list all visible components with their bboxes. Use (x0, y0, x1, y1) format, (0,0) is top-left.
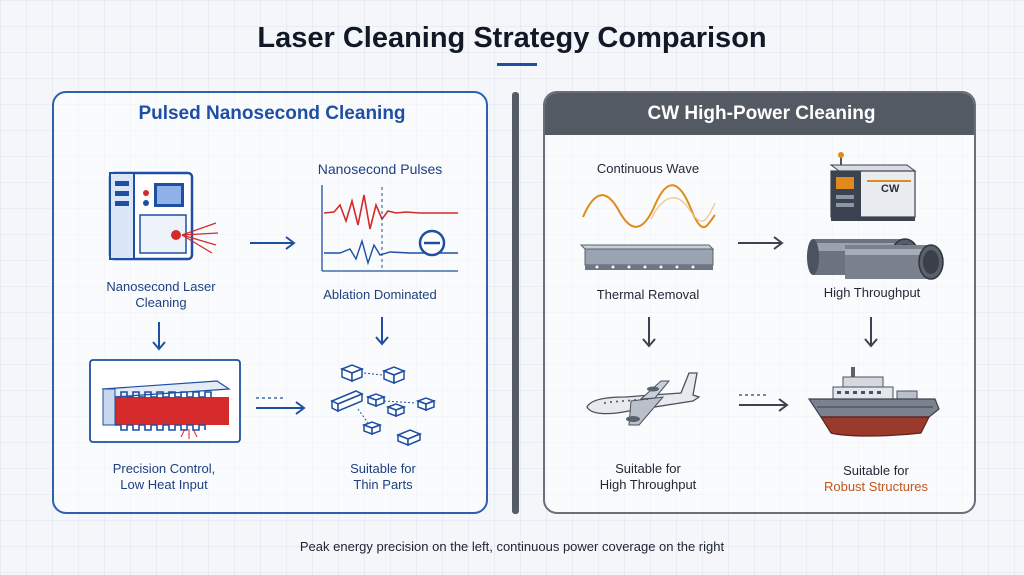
dashed-arrow-right-icon (739, 394, 789, 412)
high-throughput-label: High Throughput (823, 285, 921, 300)
pulse-waveform-chart (321, 185, 458, 272)
thermal-removal-label: Thermal Removal (596, 287, 700, 302)
precision-surface-icon (89, 359, 241, 443)
steel-pipes-icon (807, 238, 944, 280)
arrow-down-icon (864, 317, 878, 348)
arrow-right-icon (738, 236, 784, 250)
arrow-down-icon (375, 317, 389, 346)
laser-machine-icon (108, 171, 219, 261)
nanosecond-laser-label: Nanosecond Laser Cleaning (106, 279, 216, 310)
thin-parts-icon (330, 364, 437, 447)
dashed-arrow-right-icon (256, 397, 306, 415)
continuous-wave-chart (582, 184, 716, 228)
precision-control-label: Precision Control, Low Heat Input (112, 461, 216, 492)
cw-high-power-panel: CW High-Power Cleaning Continuous Wave T… (543, 91, 976, 514)
page-title: Laser Cleaning Strategy Comparison (257, 22, 767, 54)
cw-machine-label: CW (881, 183, 900, 195)
ship-suitable-label: Suitable for (843, 463, 909, 478)
arrow-down-icon (642, 317, 656, 348)
footer-caption: Peak energy precision on the left, conti… (299, 539, 725, 554)
cw-laser-machine-icon (829, 152, 917, 221)
metal-beam-icon (579, 244, 715, 270)
title-underline (497, 63, 537, 66)
continuous-wave-title: Continuous Wave (596, 161, 700, 176)
right-panel-title: CW High-Power Cleaning (647, 103, 876, 124)
arrow-right-icon (250, 236, 296, 250)
thin-parts-label: Suitable for Thin Parts (350, 461, 416, 492)
right-panel-header (545, 93, 974, 135)
ship-icon (807, 367, 940, 437)
pulsed-nanosecond-panel: Pulsed Nanosecond Cleaning Nanosecond La… (52, 91, 488, 514)
nanosecond-pulses-title: Nanosecond Pulses (317, 161, 443, 177)
left-panel-title: Pulsed Nanosecond Cleaning (138, 103, 406, 124)
aircraft-icon (586, 372, 701, 426)
ablation-dominated-label: Ablation Dominated (323, 287, 437, 302)
arrow-down-icon (152, 322, 166, 351)
robust-structures-label: Robust Structures (823, 479, 929, 494)
center-divider (512, 92, 519, 514)
aircraft-suitable-label: Suitable for High Throughput (599, 461, 697, 492)
